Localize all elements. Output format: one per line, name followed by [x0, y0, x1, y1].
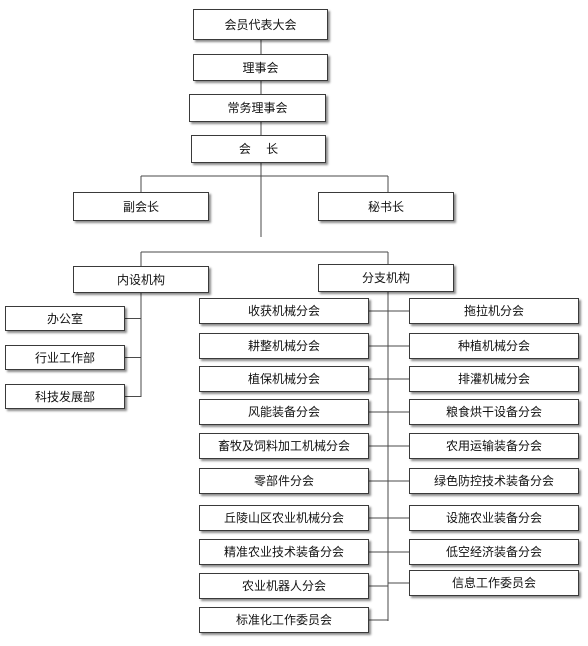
branch-left-box: 精准农业技术装备分会: [199, 539, 369, 565]
branch-left-box: 标准化工作委员会: [199, 607, 369, 633]
internal-institutions-box: 内设机构: [73, 266, 209, 293]
council-box: 理事会: [193, 54, 328, 81]
branch-right-box: 农用运输装备分会: [409, 433, 579, 459]
branch-right-box: 绿色防控技术装备分会: [409, 468, 579, 494]
assembly-box: 会员代表大会: [193, 9, 328, 40]
standing-council-box: 常务理事会: [189, 94, 326, 122]
internal-unit-box: 办公室: [5, 306, 125, 331]
branch-left-box: 收获机械分会: [199, 298, 369, 324]
branch-left-box: 农业机器人分会: [199, 573, 369, 599]
branch-left-box: 植保机械分会: [199, 366, 369, 392]
branch-right-box: 低空经济装备分会: [409, 539, 579, 565]
branch-institutions-box: 分支机构: [318, 264, 454, 292]
branch-left-box: 丘陵山区农业机械分会: [199, 505, 369, 531]
branch-right-box: 粮食烘干设备分会: [409, 399, 579, 425]
internal-unit-box: 科技发展部: [5, 384, 125, 409]
vice-president-box: 副会长: [73, 192, 209, 221]
branch-left-box: 零部件分会: [199, 468, 369, 494]
branch-left-box: 畜牧及饲料加工机械分会: [199, 433, 369, 459]
branch-right-box: 排灌机械分会: [409, 366, 579, 392]
branch-left-box: 耕整机械分会: [199, 333, 369, 359]
president-box: 会 长: [191, 135, 326, 163]
branch-right-box: 拖拉机分会: [409, 298, 579, 324]
branch-right-box: 种植机械分会: [409, 333, 579, 359]
branch-right-box: 设施农业装备分会: [409, 505, 579, 531]
internal-unit-box: 行业工作部: [5, 345, 125, 370]
branch-left-box: 风能装备分会: [199, 399, 369, 425]
branch-right-box: 信息工作委员会: [409, 570, 579, 596]
secretary-general-box: 秘书长: [318, 192, 454, 221]
